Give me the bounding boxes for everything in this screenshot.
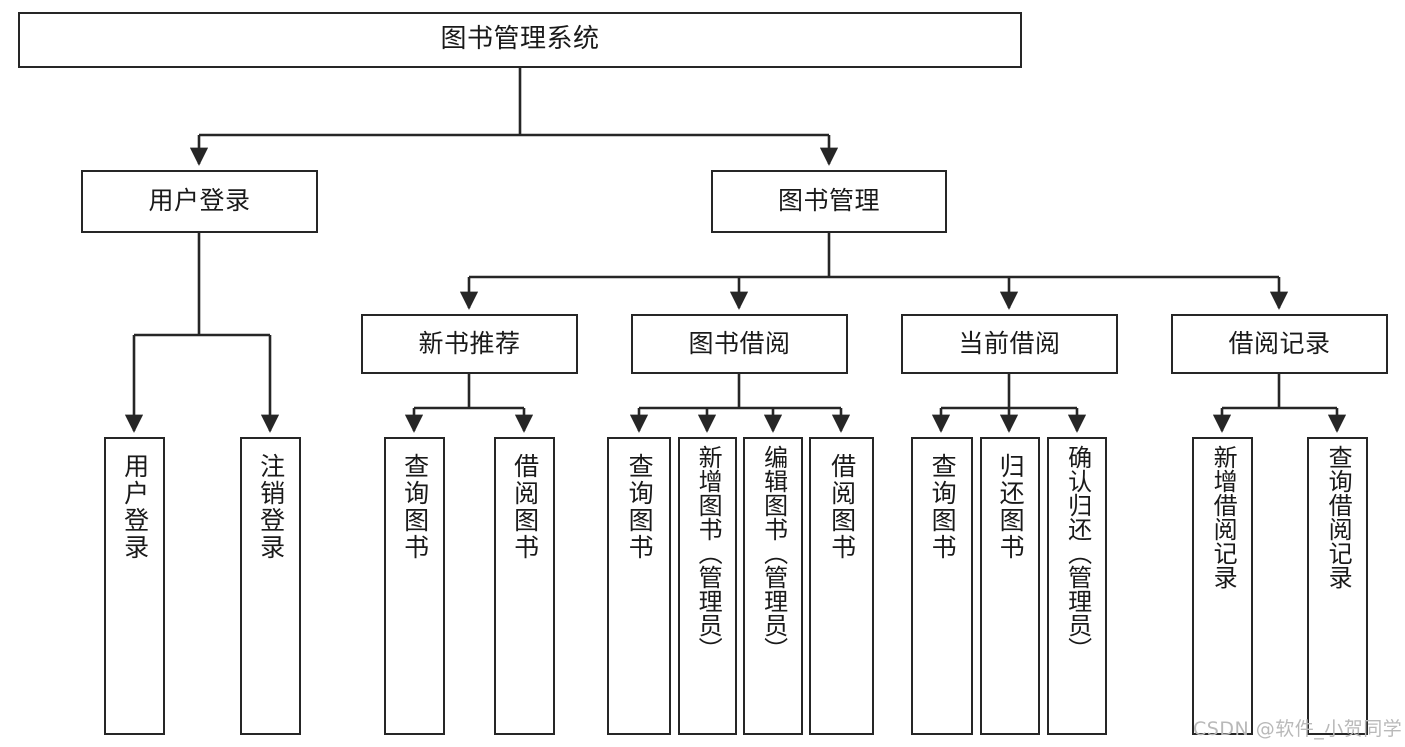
- node-book-borrow[interactable]: 图书借阅: [631, 314, 848, 374]
- leaf-query-book-borrow[interactable]: 查询图书: [607, 437, 671, 735]
- leaf-query-borrow-record[interactable]: 查询借阅记录: [1307, 437, 1368, 735]
- node-label: 借阅记录: [1228, 328, 1331, 358]
- node-label: 用户登录: [120, 453, 150, 561]
- node-label: 图书管理系统: [440, 24, 600, 55]
- node-book-management[interactable]: 图书管理: [711, 170, 947, 233]
- node-label: 查询图书: [928, 453, 958, 561]
- node-label: 图书借阅: [688, 328, 791, 358]
- node-label: 查询图书: [400, 453, 430, 561]
- node-label: 用户登录: [148, 186, 251, 216]
- node-root-system[interactable]: 图书管理系统: [18, 12, 1022, 68]
- leaf-user-login[interactable]: 用户登录: [104, 437, 165, 735]
- leaf-user-logout[interactable]: 注销登录: [240, 437, 301, 735]
- node-label: 借阅图书: [827, 453, 857, 561]
- node-label: 查询图书: [625, 453, 655, 561]
- leaf-add-book-admin[interactable]: 新增图书（管理员）: [678, 437, 737, 735]
- node-user-login[interactable]: 用户登录: [81, 170, 318, 233]
- leaf-query-book-recommend[interactable]: 查询图书: [384, 437, 445, 735]
- node-label: 归还图书: [996, 453, 1026, 561]
- leaf-borrow-book-recommend[interactable]: 借阅图书: [494, 437, 555, 735]
- node-label: 图书管理: [777, 186, 880, 216]
- node-label: 当前借阅: [958, 328, 1061, 358]
- node-label: 查询借阅记录: [1324, 445, 1353, 589]
- leaf-return-book[interactable]: 归还图书: [980, 437, 1040, 735]
- node-label: 新增图书（管理员）: [694, 445, 723, 661]
- node-new-book-recommend[interactable]: 新书推荐: [361, 314, 578, 374]
- node-label: 注销登录: [256, 453, 286, 561]
- leaf-query-book-current[interactable]: 查询图书: [911, 437, 973, 735]
- leaf-confirm-return-admin[interactable]: 确认归还（管理员）: [1047, 437, 1107, 735]
- leaf-borrow-book[interactable]: 借阅图书: [809, 437, 874, 735]
- node-current-borrow[interactable]: 当前借阅: [901, 314, 1118, 374]
- node-label: 编辑图书（管理员）: [759, 445, 788, 661]
- watermark-text: CSDN @软件_小贺同学: [1193, 718, 1403, 740]
- leaf-add-borrow-record[interactable]: 新增借阅记录: [1192, 437, 1253, 735]
- leaf-edit-book-admin[interactable]: 编辑图书（管理员）: [743, 437, 803, 735]
- node-label: 借阅图书: [510, 453, 540, 561]
- node-label: 新书推荐: [418, 328, 521, 358]
- node-borrow-record[interactable]: 借阅记录: [1171, 314, 1388, 374]
- node-label: 新增借阅记录: [1209, 445, 1238, 589]
- node-label: 确认归还（管理员）: [1063, 445, 1092, 661]
